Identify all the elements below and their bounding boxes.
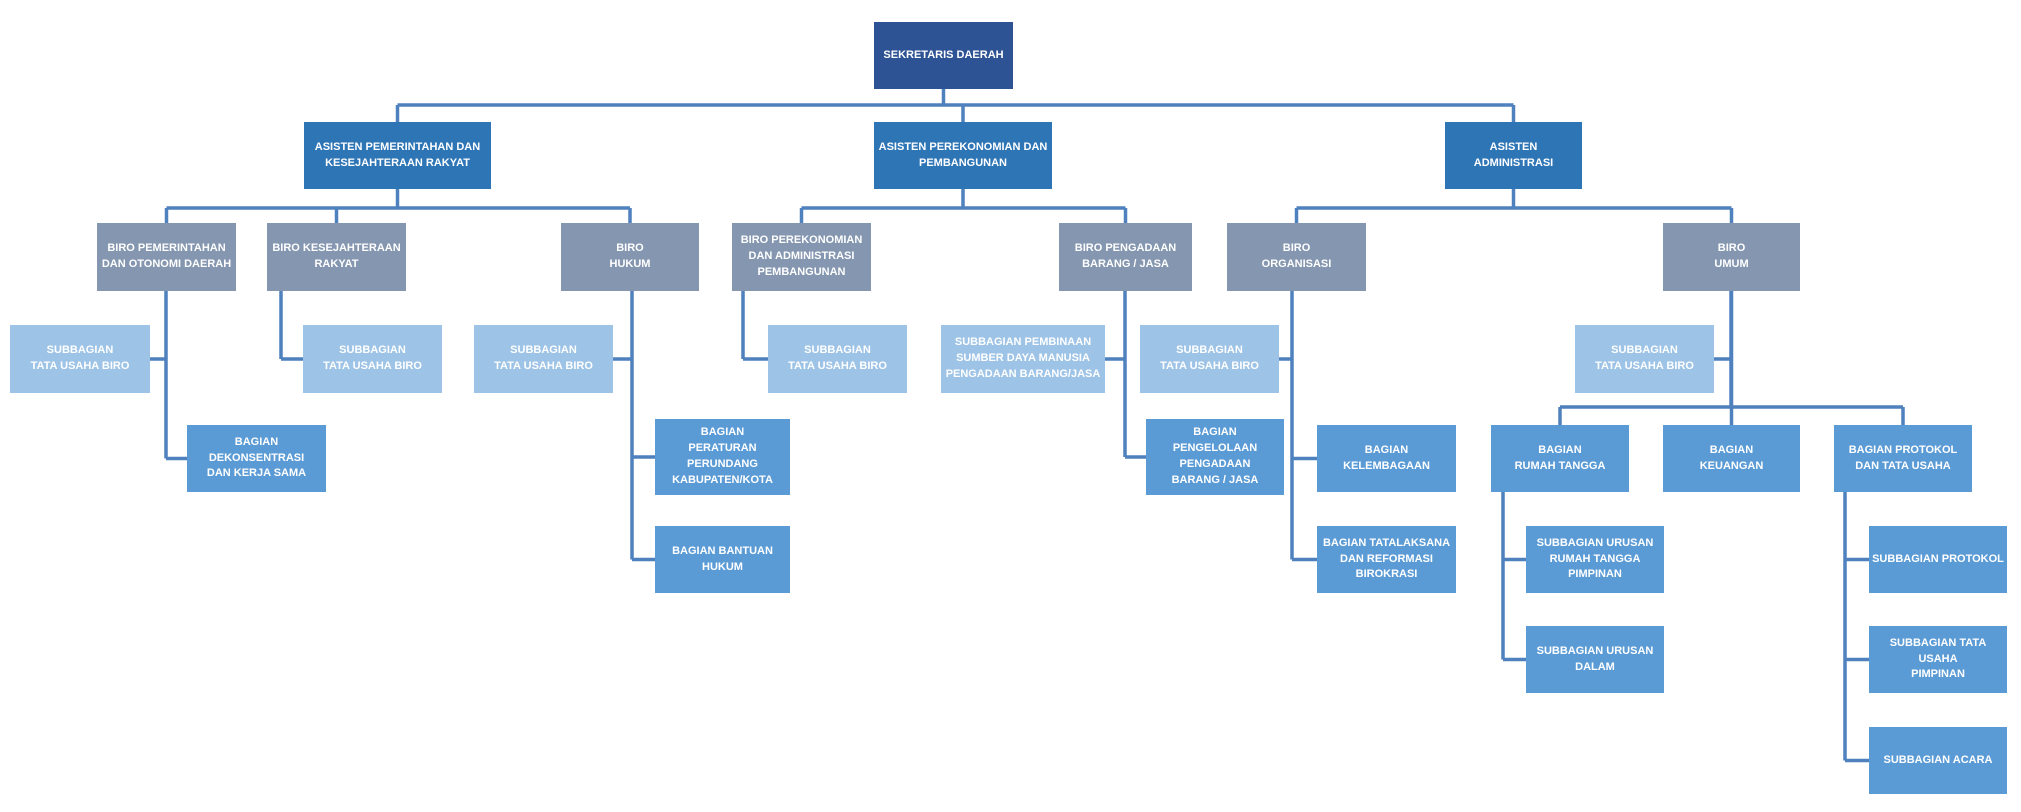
org-node-sub-tu-organisasi: SUBBAGIAN TATA USAHA BIRO xyxy=(1140,325,1279,393)
org-node-bagian-pengelolaan: BAGIAN PENGELOLAAN PENGADAAN BARANG / JA… xyxy=(1146,419,1284,495)
org-node-biro-pengadaan: BIRO PENGADAAN BARANG / JASA xyxy=(1059,223,1192,291)
org-node-biro-hukum: BIRO HUKUM xyxy=(561,223,699,291)
org-node-bagian-peraturan: BAGIAN PERATURAN PERUNDANG KABUPATEN/KOT… xyxy=(655,419,790,495)
org-node-sub-urusan-dalam: SUBBAGIAN URUSAN DALAM xyxy=(1526,626,1664,693)
org-node-sekretaris-daerah: SEKRETARIS DAERAH xyxy=(874,22,1013,89)
org-node-sub-acara: SUBBAGIAN ACARA xyxy=(1869,727,2007,794)
org-node-bagian-keuangan: BAGIAN KEUANGAN xyxy=(1663,425,1800,492)
org-node-asisten-administrasi: ASISTEN ADMINISTRASI xyxy=(1445,122,1582,189)
org-node-biro-umum: BIRO UMUM xyxy=(1663,223,1800,291)
org-node-biro-kesejahteraan: BIRO KESEJAHTERAAN RAKYAT xyxy=(267,223,406,291)
org-node-bagian-dekonsentrasi: BAGIAN DEKONSENTRASI DAN KERJA SAMA xyxy=(187,425,326,492)
org-node-biro-perekonomian: BIRO PEREKONOMIAN DAN ADMINISTRASI PEMBA… xyxy=(732,223,871,291)
org-node-sub-tu-hukum: SUBBAGIAN TATA USAHA BIRO xyxy=(474,325,613,393)
org-node-sub-urusan-rt-pimpinan: SUBBAGIAN URUSAN RUMAH TANGGA PIMPINAN xyxy=(1526,526,1664,593)
org-node-bagian-bantuan-hukum: BAGIAN BANTUAN HUKUM xyxy=(655,526,790,593)
org-node-sub-pembinaan-sdm: SUBBAGIAN PEMBINAAN SUMBER DAYA MANUSIA … xyxy=(941,325,1105,393)
org-node-biro-pemerintahan: BIRO PEMERINTAHAN DAN OTONOMI DAERAH xyxy=(97,223,236,291)
org-node-bagian-tatalaksana: BAGIAN TATALAKSANA DAN REFORMASI BIROKRA… xyxy=(1317,526,1456,593)
org-node-bagian-protokol: BAGIAN PROTOKOL DAN TATA USAHA xyxy=(1834,425,1972,492)
org-node-asisten-pemerintahan: ASISTEN PEMERINTAHAN DAN KESEJAHTERAAN R… xyxy=(304,122,491,189)
org-node-bagian-kelembagaan: BAGIAN KELEMBAGAAN xyxy=(1317,425,1456,492)
org-node-sub-protokol: SUBBAGIAN PROTOKOL xyxy=(1869,526,2007,593)
org-node-sub-tu-pimpinan: SUBBAGIAN TATA USAHA PIMPINAN xyxy=(1869,626,2007,693)
org-node-biro-organisasi: BIRO ORGANISASI xyxy=(1227,223,1366,291)
org-node-sub-tu-pemerintahan: SUBBAGIAN TATA USAHA BIRO xyxy=(10,325,150,393)
org-node-asisten-perekonomian: ASISTEN PEREKONOMIAN DAN PEMBANGUNAN xyxy=(874,122,1052,189)
org-node-bagian-rumah-tangga: BAGIAN RUMAH TANGGA xyxy=(1491,425,1629,492)
org-node-sub-tu-kesejahteraan: SUBBAGIAN TATA USAHA BIRO xyxy=(303,325,442,393)
org-node-sub-tu-perekonomian: SUBBAGIAN TATA USAHA BIRO xyxy=(768,325,907,393)
org-node-sub-tu-umum: SUBBAGIAN TATA USAHA BIRO xyxy=(1575,325,1714,393)
